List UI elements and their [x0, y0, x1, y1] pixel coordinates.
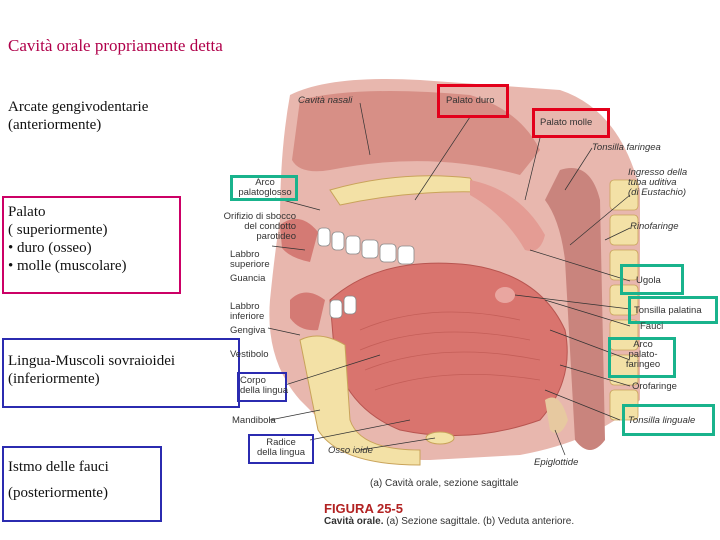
label-tonsilla-palatina: Tonsilla palatina — [634, 306, 702, 316]
label-orifizio-3: parotideo — [212, 232, 296, 242]
label-radice-lingua: Radice della lingua — [250, 438, 312, 458]
label-ingresso-3: (di Eustachio) — [628, 188, 687, 198]
label-palato-molle: Palato molle — [540, 118, 592, 128]
label-cavita-nasali: Cavità nasali — [298, 96, 352, 106]
figure-caption: Cavità orale. (a) Sezione sagittale. (b)… — [324, 516, 574, 527]
label-caption-a: (a) Cavità orale, sezione sagittale — [370, 479, 518, 489]
label-orifizio: Orifizio di sbocco del condotto parotide… — [212, 212, 296, 242]
label-epiglottide: Epiglottide — [534, 458, 578, 468]
tongue — [330, 263, 567, 435]
label-guancia: Guancia — [230, 274, 265, 284]
label-mandibola: Mandibola — [232, 416, 276, 426]
figure-caption-rest: (a) Sezione sagittale. (b) Veduta anteri… — [383, 516, 574, 527]
palatine-tonsil — [495, 287, 515, 303]
label-labbro-inferiore: Labbro inferiore — [230, 302, 264, 322]
label-tonsilla-linguale: Tonsilla linguale — [628, 416, 695, 426]
label-palato-duro: Palato duro — [446, 96, 495, 106]
label-arco-pg-2: palatoglosso — [234, 188, 296, 198]
label-vestibolo: Vestibolo — [230, 350, 269, 360]
label-corpo-lingua: Corpo della lingua — [240, 376, 288, 396]
label-orofaringe: Orofaringe — [632, 382, 677, 392]
label-radice-2: della lingua — [250, 448, 312, 458]
label-arco-pf-3: faringeo — [612, 360, 674, 370]
label-arco-palatoglosso: Arco palatoglosso — [234, 178, 296, 198]
label-osso-ioide: Osso ioide — [328, 446, 373, 456]
label-fauci: Fauci — [640, 322, 663, 332]
label-corpo-2: della lingua — [240, 386, 288, 396]
label-labbro-sup-2: superiore — [230, 260, 270, 270]
label-ingresso-tuba: Ingresso della tuba uditiva (di Eustachi… — [628, 168, 687, 198]
label-labbro-superiore: Labbro superiore — [230, 250, 270, 270]
label-arco-palatofaringeo: Arco palato- faringeo — [612, 340, 674, 370]
label-gengiva: Gengiva — [230, 326, 265, 336]
hyoid-bone — [426, 432, 454, 444]
label-labbro-inf-2: inferiore — [230, 312, 264, 322]
figure-caption-bold: Cavità orale. — [324, 516, 383, 527]
label-tonsilla-faringea: Tonsilla faringea — [592, 143, 661, 153]
label-rinofaringe: Rinofaringe — [630, 222, 679, 232]
label-ugola: Ugola — [636, 276, 661, 286]
figure-number: FIGURA 25-5 — [324, 501, 403, 516]
